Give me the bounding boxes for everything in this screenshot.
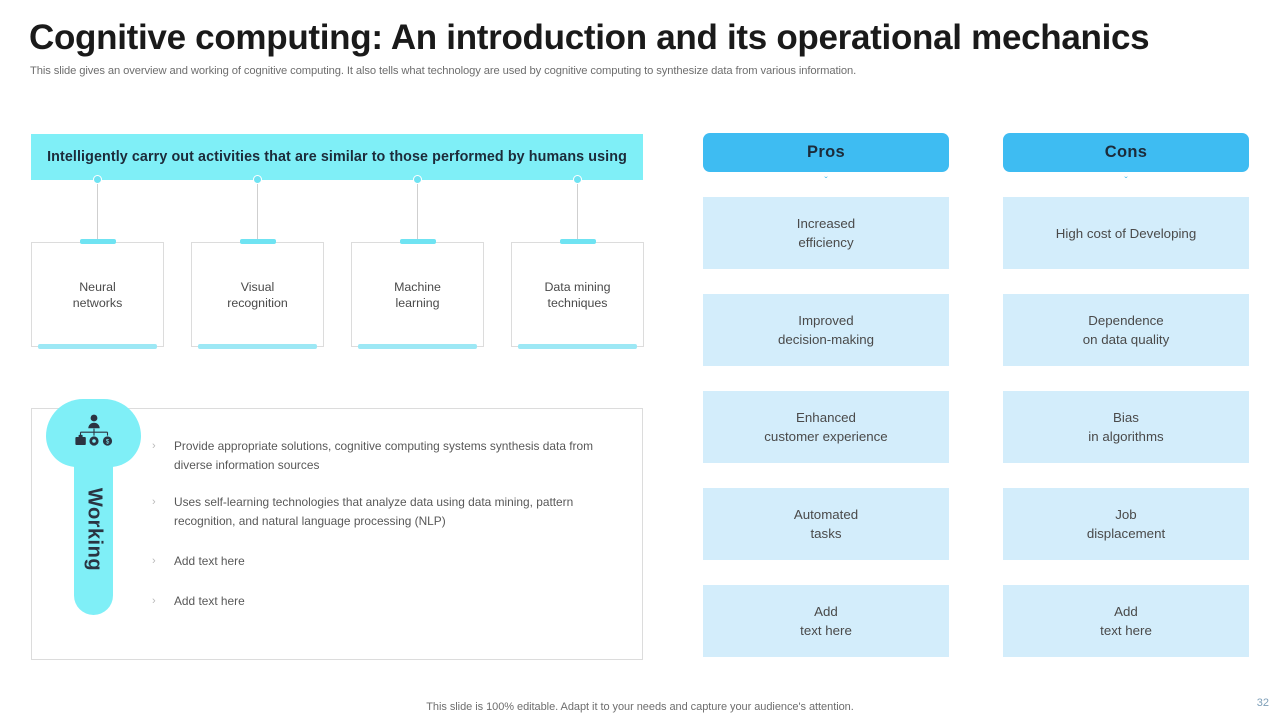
cons-header-label: Cons [1104,143,1148,161]
cons-item-3[interactable]: Bias in algorithms [1003,391,1249,463]
page-number: 32 [1256,697,1269,709]
technologies-banner-label: Intelligently carry out activities that … [47,148,627,165]
cons-chevron-down-icon: ˇ ˇ [1003,169,1249,187]
chevron-down-icon: ˇ [824,176,828,187]
chevron-down-icon: ˇ [1124,169,1128,180]
working-bullet-list: › Provide appropriate solutions, cogniti… [152,437,632,629]
cons-item-label: Bias in algorithms [1088,410,1164,444]
card-top-accent-icon [559,239,596,244]
pros-chevron-down-icon: ˇ ˇ [703,169,949,187]
card-bottom-accent-icon [198,344,317,349]
list-item-text: Uses self-learning technologies that ana… [174,495,574,528]
technologies-banner: Intelligently carry out activities that … [31,134,643,180]
technology-card-machine-learning[interactable]: Machine learning [351,239,484,349]
page-subtitle: This slide gives an overview and working… [30,65,857,77]
connector-line-1 [97,180,98,242]
connector-dot-1 [93,175,102,184]
cons-item-5[interactable]: Add text here [1003,585,1249,657]
cons-item-2[interactable]: Dependence on data quality [1003,294,1249,366]
pros-header[interactable]: Pros [703,133,949,172]
pros-item-1[interactable]: Increased efficiency [703,197,949,269]
connector-dot-2 [253,175,262,184]
cons-item-label: Dependence on data quality [1082,313,1170,347]
list-item: › Uses self-learning technologies that a… [152,493,632,531]
cons-item-label: Add text here [1100,604,1152,638]
cons-item-label: High cost of Developing [1055,225,1197,241]
pros-item-3[interactable]: Enhanced customer experience [703,391,949,463]
list-item: › Add text here [152,552,632,571]
card-top-accent-icon [399,239,436,244]
footer-note: This slide is 100% editable. Adapt it to… [426,701,854,713]
page-title: Cognitive computing: An introduction and… [29,18,1150,57]
technology-card-label: Visual recognition [227,279,288,310]
list-item: › Provide appropriate solutions, cogniti… [152,437,632,475]
pros-item-label: Add text here [800,604,852,638]
cons-item-4[interactable]: Job displacement [1003,488,1249,560]
bullet-chevron-icon: › [152,555,156,567]
cons-item-1[interactable]: High cost of Developing [1003,197,1249,269]
list-item-text: Add text here [174,594,245,608]
bullet-chevron-icon: › [152,496,156,508]
connector-line-2 [257,180,258,242]
chevron-down-icon: ˇ [1124,176,1128,187]
list-item: › Add text here [152,592,632,611]
pros-item-4[interactable]: Automated tasks [703,488,949,560]
technology-card-label: Data mining techniques [544,279,611,310]
technology-card-label: Machine learning [394,279,441,310]
pros-item-5[interactable]: Add text here [703,585,949,657]
pros-item-label: Automated tasks [793,507,859,541]
technology-card-label: Neural networks [72,279,123,310]
technology-card-data-mining-techniques[interactable]: Data mining techniques [511,239,644,349]
bullet-chevron-icon: › [152,595,156,607]
card-top-accent-icon [79,239,116,244]
card-bottom-accent-icon [38,344,157,349]
pros-item-2[interactable]: Improved decision-making [703,294,949,366]
list-item-text: Provide appropriate solutions, cognitive… [174,439,594,472]
connector-dot-3 [413,175,422,184]
connector-dot-4 [573,175,582,184]
cons-item-label: Job displacement [1086,507,1166,541]
pros-item-label: Increased efficiency [796,216,856,250]
card-bottom-accent-icon [358,344,477,349]
connector-line-4 [577,180,578,242]
cons-header[interactable]: Cons [1003,133,1249,172]
card-bottom-accent-icon [518,344,637,349]
technology-card-visual-recognition[interactable]: Visual recognition [191,239,324,349]
pros-item-label: Improved decision-making [777,313,875,347]
chevron-down-icon: ˇ [824,169,828,180]
technology-card-neural-networks[interactable]: Neural networks [31,239,164,349]
pros-item-label: Enhanced customer experience [764,410,888,444]
list-item-text: Add text here [174,554,245,568]
connector-line-3 [417,180,418,242]
card-top-accent-icon [239,239,276,244]
bullet-chevron-icon: › [152,440,156,452]
pros-header-label: Pros [807,143,845,161]
